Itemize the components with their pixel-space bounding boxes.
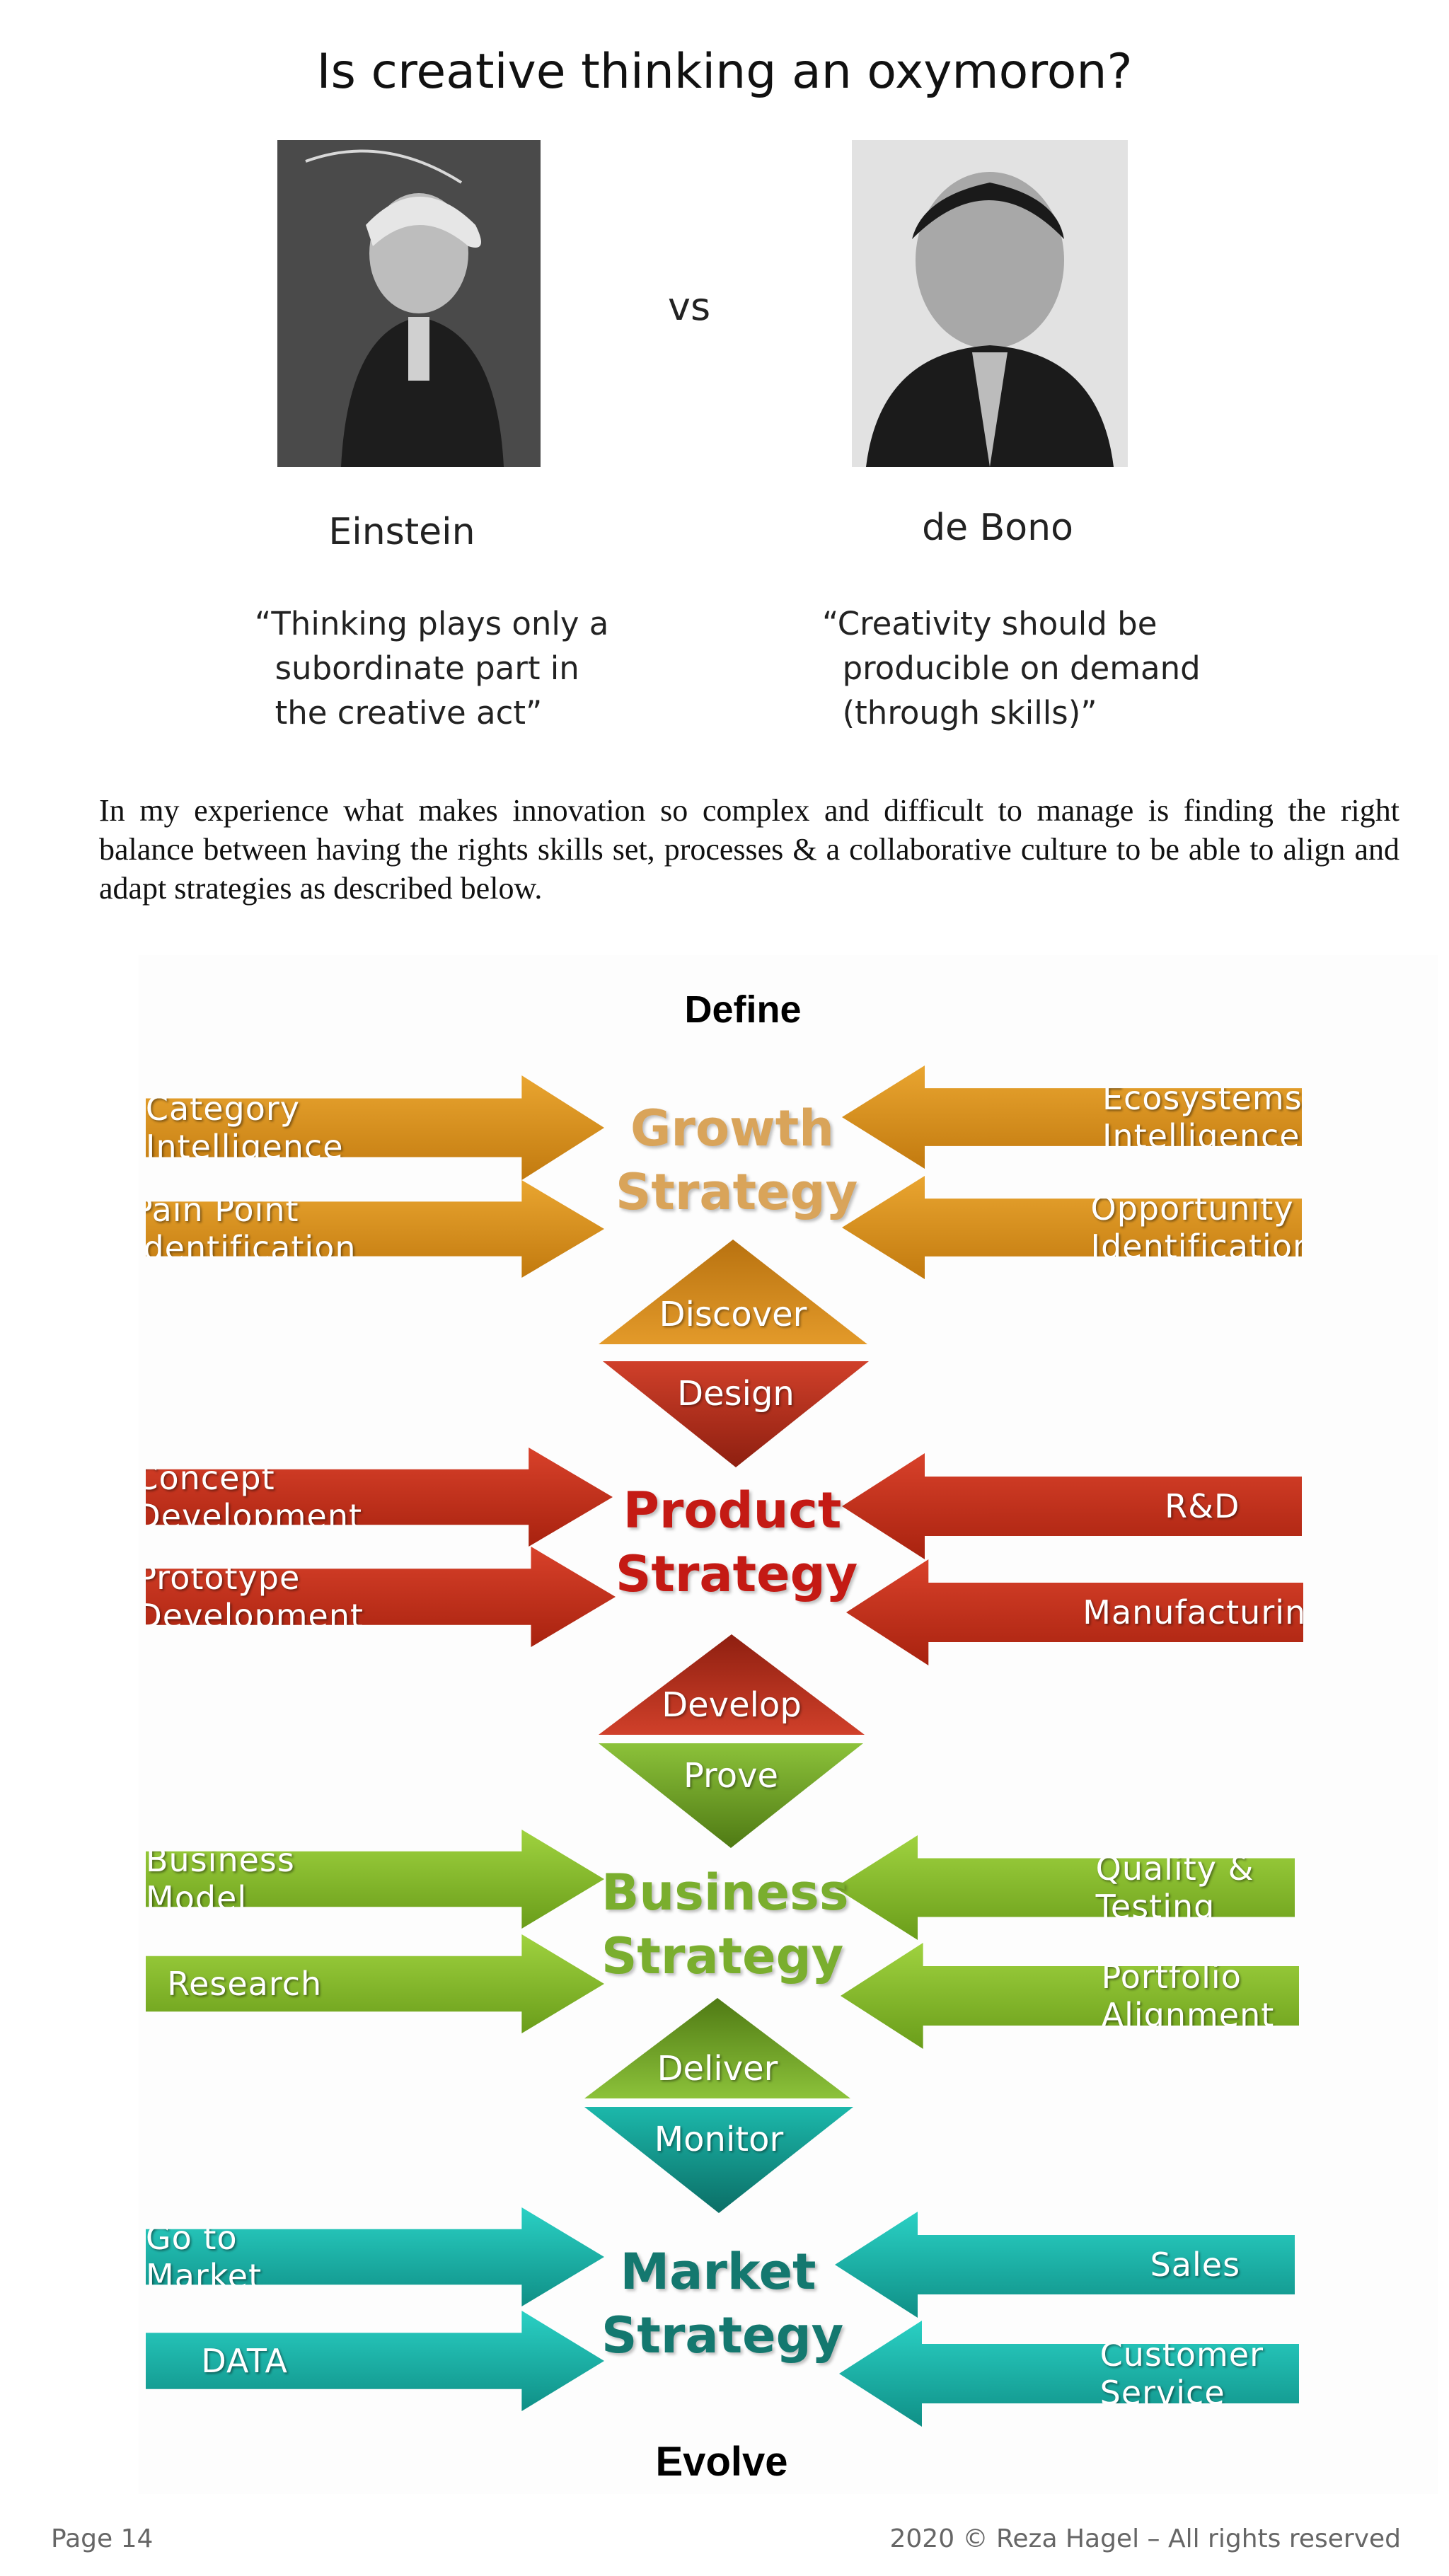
product-strategy-title: Product Strategy: [616, 1479, 858, 1606]
product-title-line2: Strategy: [616, 1545, 858, 1603]
market-title-line2: Strategy: [601, 2306, 844, 2364]
debono-name: de Bono: [922, 507, 1073, 549]
portrait-illustration: [277, 140, 541, 467]
einstein-photo: [277, 140, 541, 467]
einstein-quote: “Thinking plays only a subordinate part …: [255, 605, 609, 732]
evolve-label: Evolve: [655, 2439, 788, 2485]
body-paragraph: In my experience what makes innovation s…: [99, 793, 1399, 906]
copyright-notice: 2020 © Reza Hagel – All rights reserved: [889, 2524, 1402, 2553]
product-title-line1: Product: [623, 1482, 842, 1540]
growth-strategy-title: Growth Strategy: [616, 1097, 858, 1224]
business-strategy-title: Business Strategy: [601, 1861, 849, 1988]
growth-title-line1: Growth: [630, 1099, 835, 1157]
market-strategy-title: Market Strategy: [601, 2240, 844, 2367]
growth-title-line2: Strategy: [616, 1163, 858, 1221]
page-number: Page 14: [51, 2524, 154, 2553]
einstein-name: Einstein: [328, 511, 475, 553]
debono-photo: [852, 140, 1128, 467]
portrait-illustration: [852, 140, 1128, 467]
market-title-line1: Market: [620, 2243, 816, 2301]
business-title-line2: Strategy: [601, 1927, 844, 1985]
debono-quote: “Creativity should be producible on dema…: [822, 605, 1201, 732]
define-label: Define: [684, 988, 802, 1031]
business-title-line1: Business: [601, 1864, 849, 1922]
page-title: Is creative thinking an oxymoron?: [316, 44, 1133, 100]
vs-label: vs: [668, 284, 711, 329]
